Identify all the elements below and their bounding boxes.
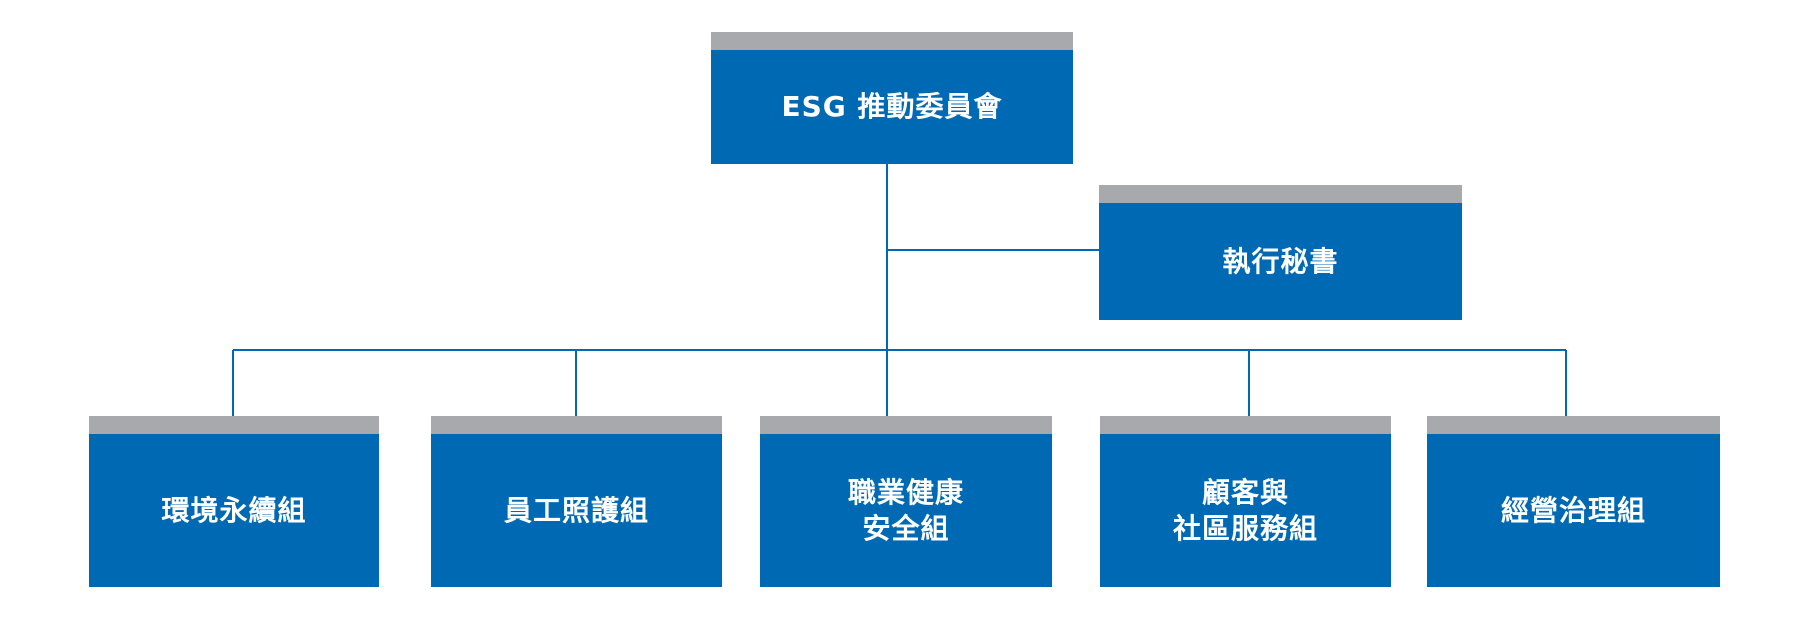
committee-box: ESG 推動委員會 — [711, 32, 1073, 164]
group-label-line1: 職業健康 — [847, 475, 964, 509]
secretary-label: 執行秘書 — [1222, 244, 1339, 278]
group-box-occupational-safety: 職業健康 安全組 — [760, 416, 1052, 587]
group-label: 顧客與 社區服務組 — [1173, 475, 1318, 547]
group-box-environment: 環境永續組 — [89, 416, 379, 587]
group-label-line1: 顧客與 — [1201, 475, 1289, 509]
group-label-line2: 社區服務組 — [1172, 511, 1318, 545]
committee-label: ESG 推動委員會 — [781, 90, 1003, 123]
group-label: 員工照護組 — [503, 493, 649, 527]
group-label: 環境永續組 — [161, 493, 307, 527]
group-box-customer-community: 顧客與 社區服務組 — [1100, 416, 1391, 587]
group-label: 經營治理組 — [1500, 493, 1646, 527]
group-box-governance: 經營治理組 — [1427, 416, 1720, 587]
group-label: 職業健康 安全組 — [848, 475, 964, 547]
group-label-line2: 安全組 — [862, 511, 950, 545]
secretary-box: 執行秘書 — [1099, 185, 1462, 320]
group-box-employee-care: 員工照護組 — [431, 416, 722, 587]
